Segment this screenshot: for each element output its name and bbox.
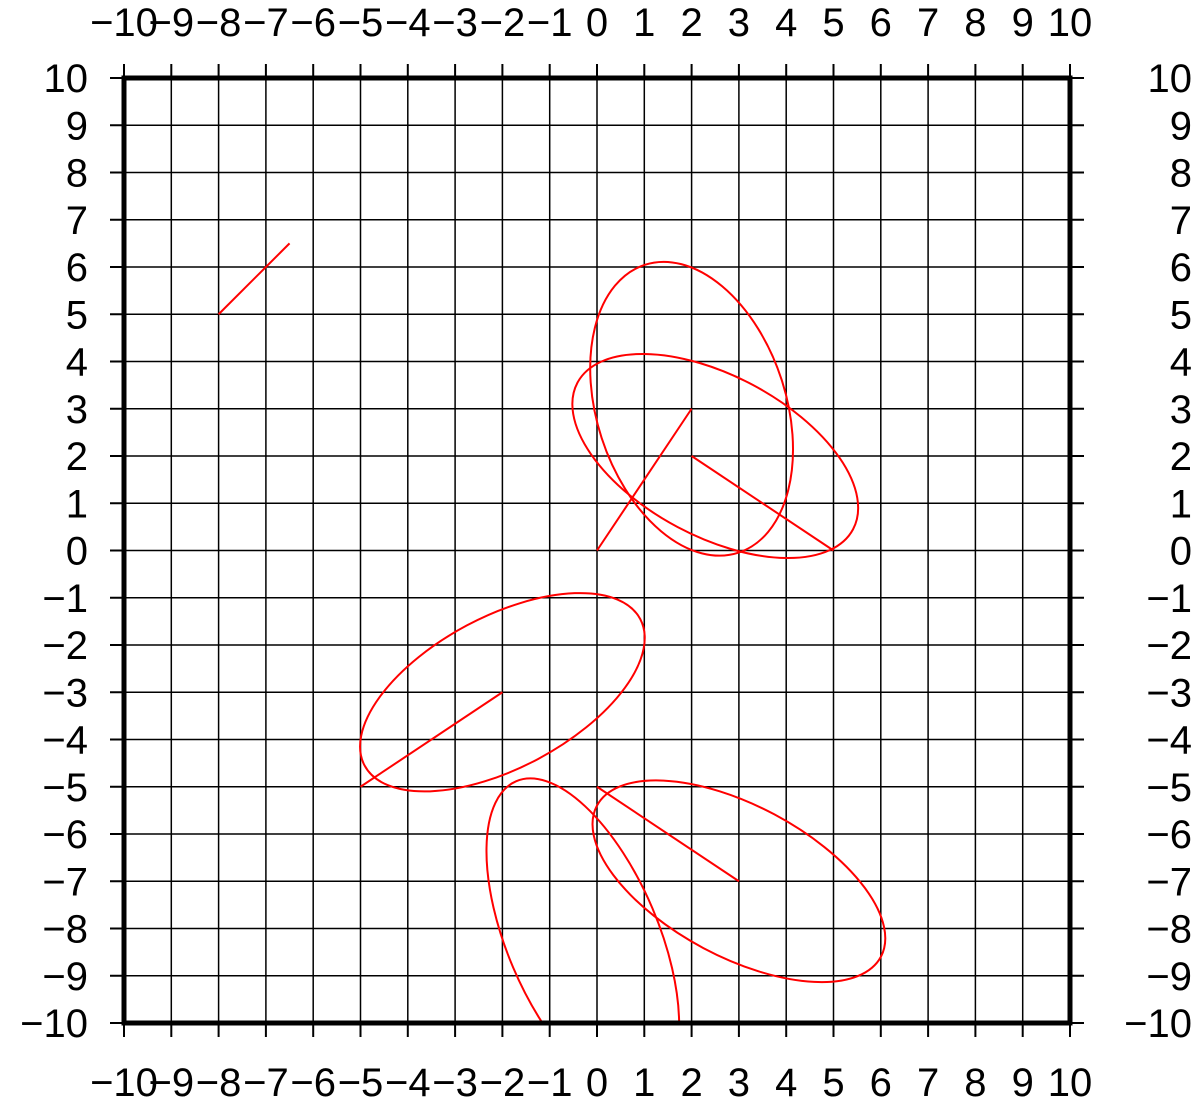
segment-5 — [596, 785, 740, 883]
y-tick-label-right: −5 — [1146, 766, 1192, 810]
x-tick-label-top: 3 — [728, 1, 750, 45]
y-tick-label-right: 8 — [1170, 152, 1192, 196]
x-tick-label-top: −6 — [290, 1, 336, 45]
tick-labels: −10−10−9−9−8−8−7−7−6−6−5−5−4−4−3−3−2−2−1… — [20, 1, 1192, 1102]
y-tick-label-left: 2 — [66, 435, 88, 479]
x-tick-label-top: 2 — [680, 1, 702, 45]
y-tick-label-right: −6 — [1146, 813, 1192, 857]
ellipse-5 — [485, 777, 681, 1023]
x-tick-label-bottom: −10 — [90, 1061, 158, 1102]
y-tick-label-right: −1 — [1146, 577, 1192, 621]
x-tick-label-bottom: −8 — [196, 1061, 242, 1102]
y-tick-label-left: −8 — [42, 908, 88, 952]
y-tick-label-left: 4 — [66, 341, 88, 385]
x-tick-label-top: −7 — [243, 1, 289, 45]
y-tick-label-left: −2 — [42, 624, 88, 668]
y-tick-label-left: 7 — [66, 199, 88, 243]
y-tick-label-right: −4 — [1146, 719, 1192, 763]
y-tick-label-left: 5 — [66, 293, 88, 337]
x-tick-label-top: 0 — [586, 1, 608, 45]
y-tick-label-left: 0 — [66, 530, 88, 574]
y-tick-label-left: 10 — [44, 57, 89, 101]
y-tick-label-right: 4 — [1170, 341, 1192, 385]
y-tick-label-left: −4 — [42, 719, 88, 763]
y-tick-label-left: −7 — [42, 860, 88, 904]
x-tick-label-top: −9 — [148, 1, 194, 45]
x-tick-label-bottom: 8 — [964, 1061, 986, 1102]
x-tick-label-bottom: −6 — [290, 1061, 336, 1102]
x-tick-label-top: 1 — [633, 1, 655, 45]
ellipse-4 — [591, 779, 887, 984]
x-tick-label-bottom: 6 — [870, 1061, 892, 1102]
x-tick-label-bottom: 3 — [728, 1061, 750, 1102]
x-tick-label-bottom: 2 — [680, 1061, 702, 1102]
y-tick-label-right: −10 — [1124, 1002, 1192, 1046]
x-tick-label-bottom: −2 — [480, 1061, 526, 1102]
y-tick-label-right: −9 — [1146, 955, 1192, 999]
y-tick-label-right: −7 — [1146, 860, 1192, 904]
x-tick-label-top: 5 — [822, 1, 844, 45]
y-tick-label-right: 1 — [1170, 482, 1192, 526]
x-tick-label-top: 10 — [1048, 1, 1093, 45]
x-tick-label-top: −4 — [385, 1, 431, 45]
segment-4 — [359, 691, 503, 788]
ellipse-2 — [571, 352, 860, 560]
y-tick-label-right: 7 — [1170, 199, 1192, 243]
x-tick-label-top: 8 — [964, 1, 986, 45]
x-tick-label-bottom: −3 — [432, 1061, 478, 1102]
x-tick-label-bottom: 1 — [633, 1061, 655, 1102]
y-tick-label-right: 6 — [1170, 246, 1192, 290]
x-tick-label-bottom: 7 — [917, 1061, 939, 1102]
x-tick-label-top: −1 — [527, 1, 573, 45]
y-tick-label-left: 3 — [66, 388, 88, 432]
y-tick-label-left: −9 — [42, 955, 88, 999]
x-tick-label-bottom: 0 — [586, 1061, 608, 1102]
x-tick-label-bottom: −7 — [243, 1061, 289, 1102]
y-tick-label-left: −10 — [20, 1002, 88, 1046]
x-tick-label-top: 9 — [1012, 1, 1034, 45]
x-tick-label-bottom: 9 — [1012, 1061, 1034, 1102]
x-tick-label-top: −5 — [338, 1, 384, 45]
y-tick-label-left: 6 — [66, 246, 88, 290]
segment-3 — [691, 455, 835, 552]
x-tick-label-top: −8 — [196, 1, 242, 45]
y-tick-label-right: −2 — [1146, 624, 1192, 668]
x-tick-label-bottom: 10 — [1048, 1061, 1093, 1102]
plot-frame — [121, 75, 1073, 1026]
x-tick-label-bottom: 4 — [775, 1061, 797, 1102]
x-tick-label-bottom: 5 — [822, 1061, 844, 1102]
y-tick-label-right: 10 — [1148, 57, 1193, 101]
x-tick-label-top: −10 — [90, 1, 158, 45]
y-tick-label-right: −3 — [1146, 671, 1192, 715]
y-tick-label-left: −3 — [42, 671, 88, 715]
segment-2 — [596, 408, 693, 552]
ellipse-1 — [589, 260, 795, 557]
y-tick-label-left: −6 — [42, 813, 88, 857]
y-tick-label-left: 1 — [66, 482, 88, 526]
x-tick-label-bottom: −5 — [338, 1061, 384, 1102]
segment-1 — [217, 242, 291, 315]
y-tick-label-left: −5 — [42, 766, 88, 810]
data-layer — [217, 242, 887, 1023]
data-marks — [217, 242, 887, 1023]
x-tick-label-top: 7 — [917, 1, 939, 45]
x-tick-label-bottom: −1 — [527, 1061, 573, 1102]
x-tick-label-bottom: −4 — [385, 1061, 431, 1102]
x-tick-label-bottom: −9 — [148, 1061, 194, 1102]
x-tick-label-top: −2 — [480, 1, 526, 45]
y-tick-label-left: 9 — [66, 104, 88, 148]
ellipse-3 — [359, 592, 646, 793]
y-tick-label-right: 5 — [1170, 293, 1192, 337]
y-tick-label-right: −8 — [1146, 908, 1192, 952]
y-tick-label-right: 2 — [1170, 435, 1192, 479]
x-tick-label-top: −3 — [432, 1, 478, 45]
y-tick-label-right: 9 — [1170, 104, 1192, 148]
y-tick-label-left: −1 — [42, 577, 88, 621]
y-tick-label-right: 3 — [1170, 388, 1192, 432]
x-tick-label-top: 4 — [775, 1, 797, 45]
y-tick-label-left: 8 — [66, 152, 88, 196]
x-tick-label-top: 6 — [870, 1, 892, 45]
y-tick-label-right: 0 — [1170, 530, 1192, 574]
